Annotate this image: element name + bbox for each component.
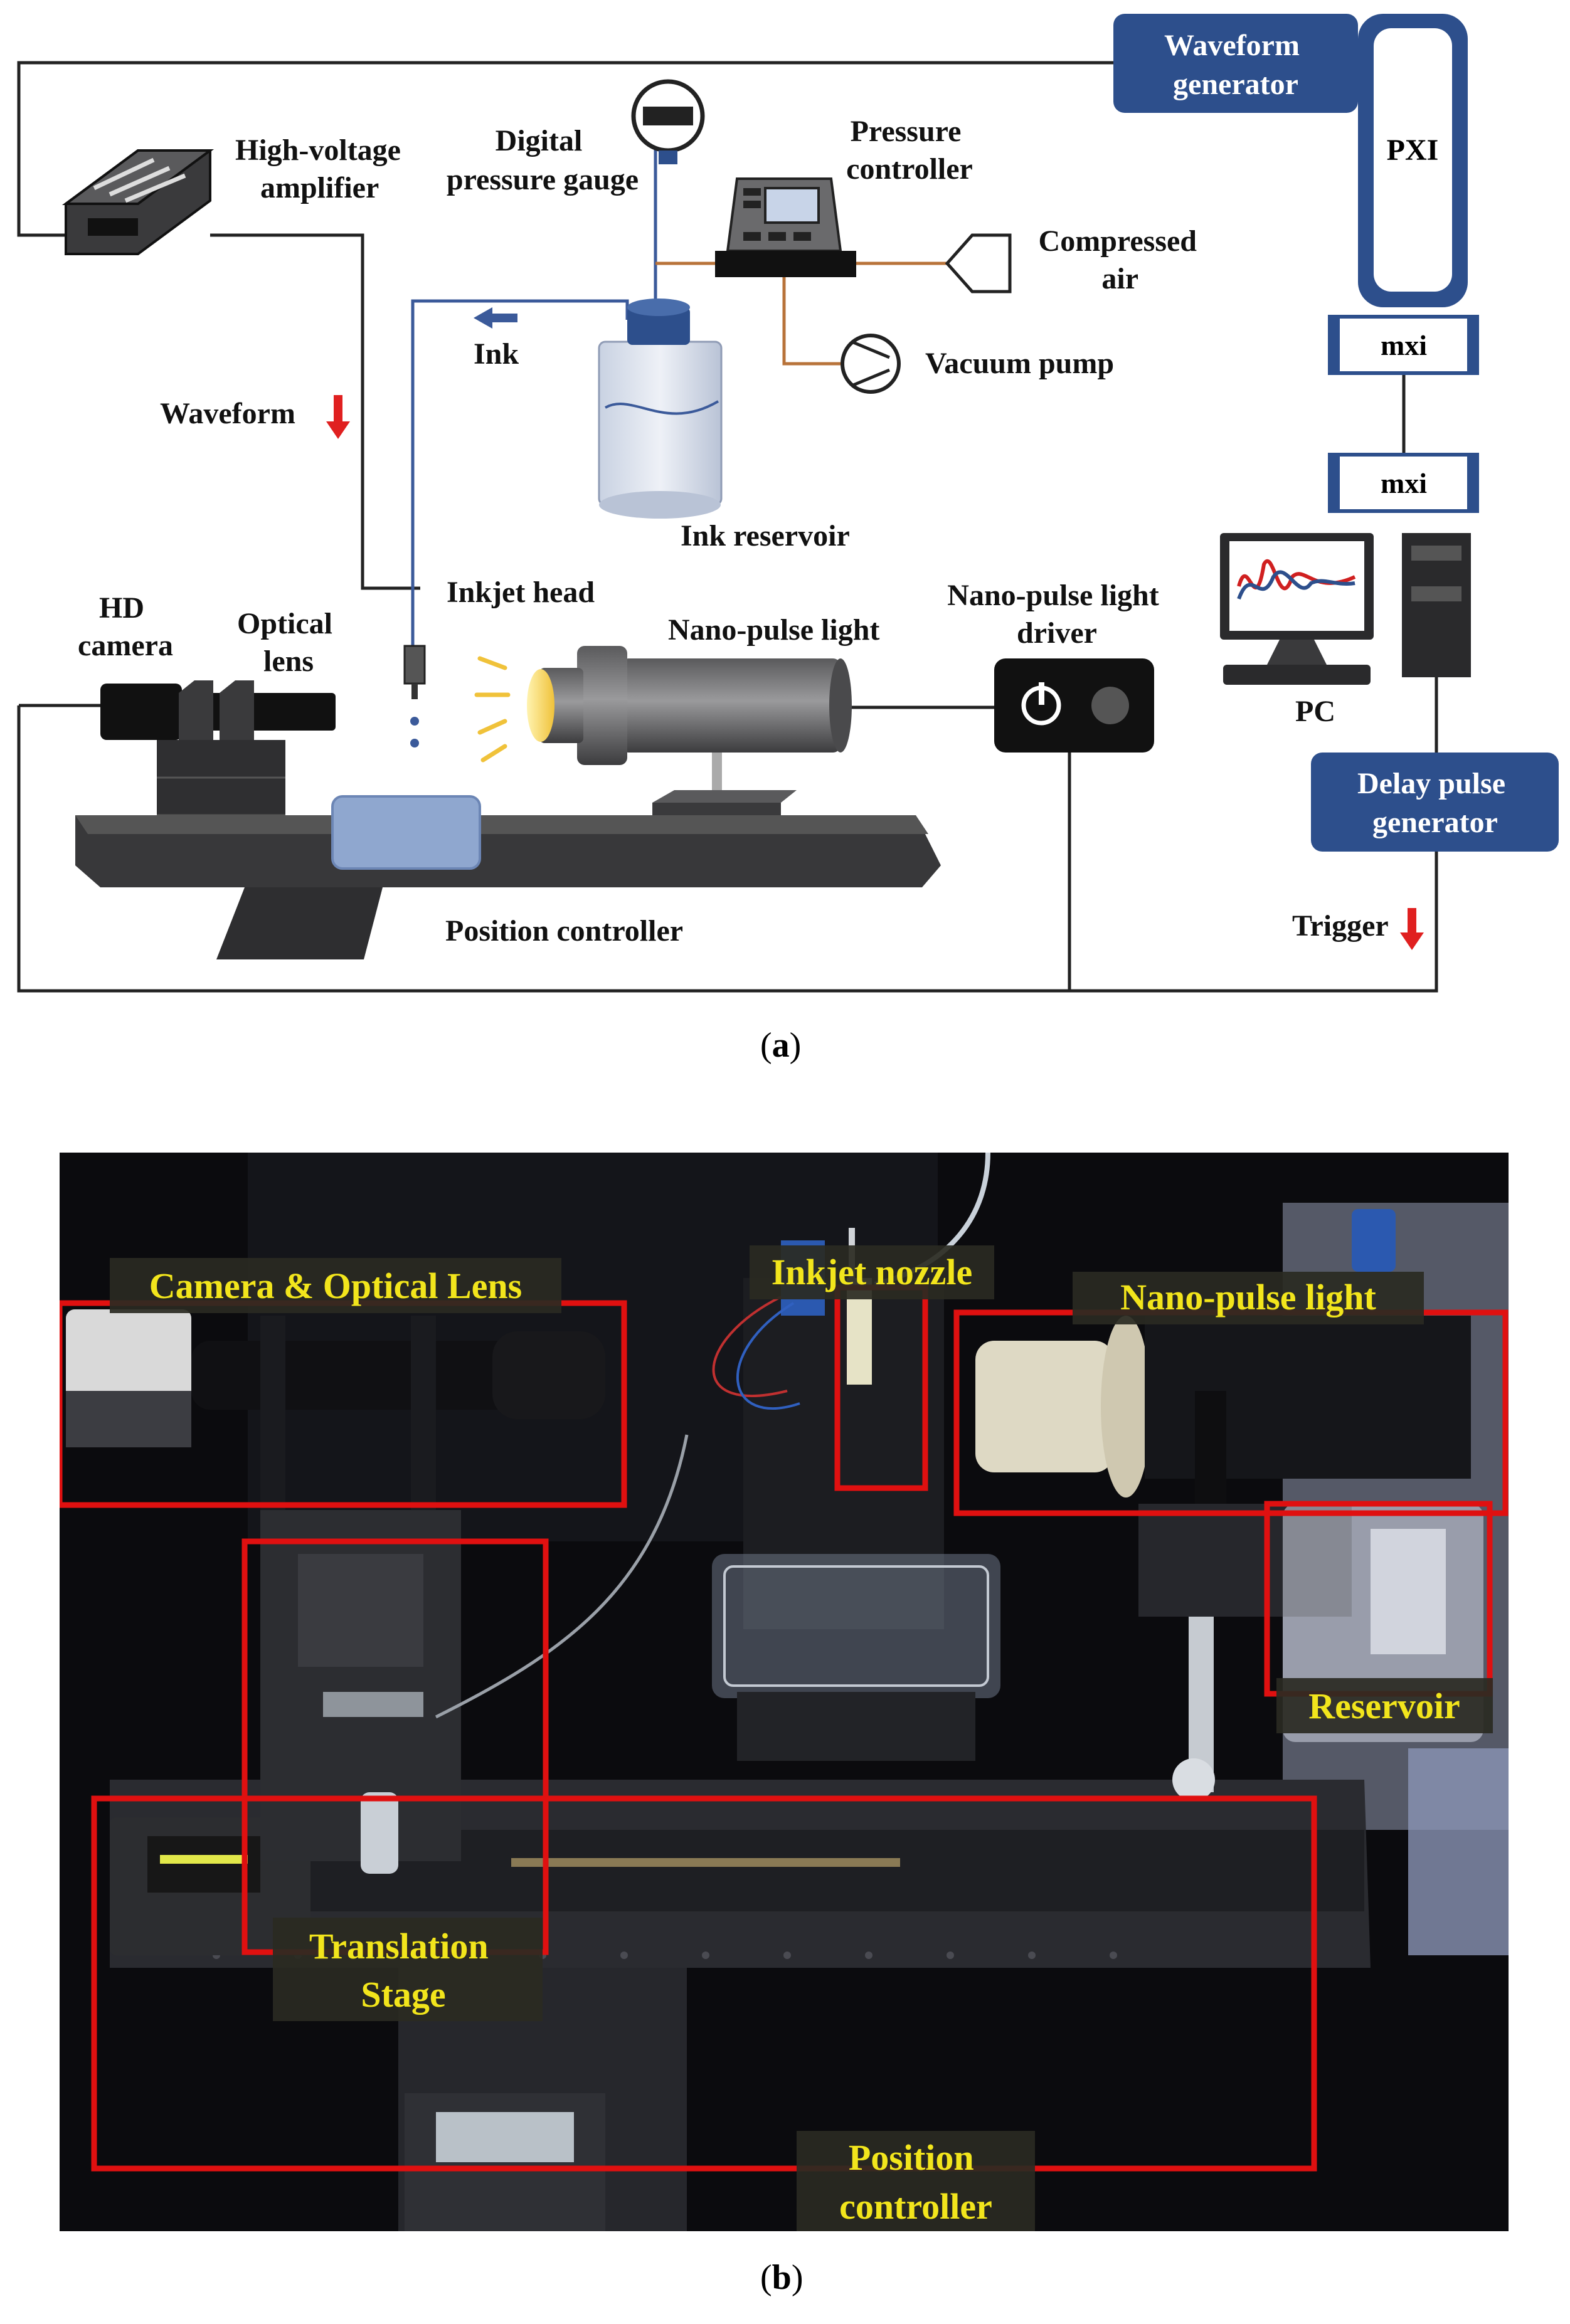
- vacuum-pump-icon: [841, 334, 901, 394]
- hd-camera-icon: [100, 684, 336, 740]
- label-nano-pulse-light: Nano-pulse light: [1120, 1277, 1376, 1318]
- label-reservoir: Reservoir: [1308, 1686, 1460, 1726]
- pxi-label: PXI: [1387, 134, 1439, 167]
- inkjet-head-label: Inkjet head: [447, 576, 595, 609]
- vacuum-pump-label: Vacuum pump: [925, 347, 1114, 380]
- inkjet-head-icon: [403, 645, 426, 747]
- ink-flow-arrow-icon: [474, 307, 517, 329]
- delay-pulse-generator-label: Delay pulse generator: [1357, 767, 1513, 839]
- hd-camera-label: HD camera: [78, 591, 173, 662]
- position-controller-label: Position controller: [445, 914, 683, 948]
- light-rays: [474, 656, 511, 763]
- delay-pulse-generator-box: [1311, 753, 1559, 852]
- compressed-air-nozzle-icon: [945, 233, 1012, 293]
- label-position-controller: Position controller: [839, 2137, 992, 2227]
- pressure-controller-label: Pressure controller: [846, 115, 973, 186]
- panel-a-tag: (a): [760, 1026, 802, 1065]
- nano-pulse-light-driver-icon: [994, 658, 1154, 753]
- high-voltage-amplifier-label: High-voltage amplifier: [235, 134, 408, 204]
- air-line: [655, 261, 947, 366]
- box-position-controller: [91, 1795, 1317, 2172]
- position-controller-stage: [75, 795, 941, 959]
- optical-lens-label: Optical lens: [237, 607, 340, 678]
- trigger-label: Trigger: [1292, 909, 1389, 943]
- waveform-label: Waveform: [160, 397, 295, 430]
- digital-pressure-gauge-label: Digital pressure gauge: [447, 124, 639, 196]
- pc-tower-icon: [1402, 533, 1471, 677]
- label-inkjet-nozzle: Inkjet nozzle: [772, 1252, 973, 1292]
- compressed-air-label: Compressed air: [1039, 224, 1204, 295]
- pressure-gauge-icon: [631, 79, 705, 164]
- svg-text:mxi: mxi: [1381, 329, 1427, 361]
- ink-reservoir-icon: [598, 298, 723, 519]
- high-voltage-amplifier-icon: [61, 149, 215, 255]
- label-camera-optical-lens: Camera & Optical Lens: [149, 1265, 522, 1306]
- setup-schematic: Waveform generator PXI mxi mxi High-volt…: [17, 14, 1559, 993]
- nano-pulse-light-label: Nano-pulse light: [668, 613, 879, 647]
- pc-monitor-icon: [1220, 533, 1374, 685]
- waveform-arrow-icon: [326, 395, 350, 439]
- mxi-module-top: mxi: [1328, 315, 1479, 375]
- label-translation-stage: Translation Stage: [309, 1926, 497, 2015]
- ink-label: Ink: [474, 337, 519, 371]
- signal-wires: [17, 61, 1438, 993]
- ink-reservoir-label: Ink reservoir: [681, 519, 850, 552]
- svg-text:mxi: mxi: [1381, 467, 1427, 499]
- nano-pulse-light-driver-label: Nano-pulse light driver: [947, 579, 1166, 650]
- mxi-module-bottom: mxi: [1328, 453, 1479, 513]
- pc-label: PC: [1295, 695, 1335, 728]
- waveform-generator-box: [1113, 14, 1358, 113]
- pressure-controller-icon: [715, 177, 856, 277]
- setup-photo: Camera & Optical Lens Inkjet nozzle Nano…: [60, 1153, 1509, 2231]
- waveform-generator-label: Waveform generator: [1164, 29, 1307, 101]
- trigger-arrow-icon: [1400, 908, 1424, 950]
- panel-b-tag: (b): [760, 2258, 804, 2297]
